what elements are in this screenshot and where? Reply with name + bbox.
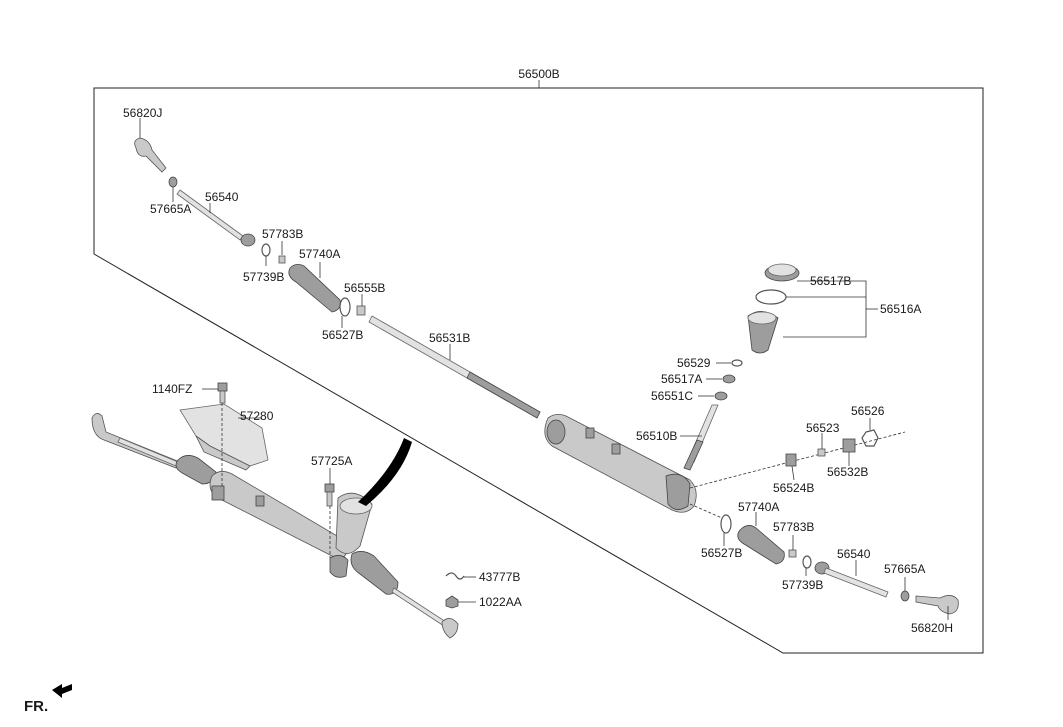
label-56540-left: 56540 [205, 190, 239, 204]
label-56555B: 56555B [344, 281, 385, 295]
clamp-57739B-left [261, 243, 271, 257]
bellows-boot-left [288, 262, 341, 313]
spring-56524B [785, 453, 797, 467]
bearing-56517A [722, 374, 736, 384]
inner-tie-rod-right [814, 560, 889, 598]
clamp-57739B-right [802, 555, 812, 569]
pinion-housing-56516A [747, 311, 779, 354]
bushing-56555B [356, 305, 366, 316]
nut-56526 [861, 429, 879, 447]
label-56526: 56526 [851, 404, 885, 418]
label-56551C: 56551C [651, 389, 693, 403]
label-57739B-left: 57739B [243, 270, 284, 284]
yoke-56532B [842, 438, 856, 453]
inner-tie-rod-left [176, 189, 256, 247]
label-57665A-left: 57665A [150, 202, 191, 216]
label-56500B: 56500B [518, 67, 559, 81]
assembly-frame [93, 87, 984, 654]
tie-rod-end-left [134, 118, 167, 173]
label-1022AA: 1022AA [479, 595, 522, 609]
label-57783B-right: 57783B [773, 520, 814, 534]
heat-shield-57280 [179, 403, 269, 471]
clip-43777B [445, 572, 465, 580]
label-56524B: 56524B [773, 481, 814, 495]
label-56517A: 56517A [661, 372, 702, 386]
label-57739B-right: 57739B [782, 578, 823, 592]
nut-57665A-left [168, 176, 178, 188]
leader-56516A-bracket [783, 280, 867, 338]
cap-56517B-top [767, 263, 797, 277]
seal-ring-56527B-right [720, 514, 732, 534]
plug-56523 [817, 448, 826, 457]
label-56527B-left: 56527B [322, 328, 363, 342]
label-57740A-right: 57740A [738, 500, 779, 514]
ring-56551C [714, 391, 728, 401]
rack-housing [544, 414, 697, 513]
label-56532B: 56532B [827, 465, 868, 479]
label-57665A-right: 57665A [884, 562, 925, 576]
column-pointer [358, 438, 412, 506]
seal-ring-56527B-left [339, 297, 351, 317]
label-57280: 57280 [240, 409, 274, 423]
label-56517B: 56517B [810, 274, 851, 288]
label-56523: 56523 [806, 421, 840, 435]
label-56820H: 56820H [911, 621, 953, 635]
rack-bar [368, 315, 541, 419]
label-56516A: 56516A [880, 302, 921, 316]
label-57740A-left: 57740A [299, 247, 340, 261]
ring-57783B-right [788, 549, 797, 558]
label-57783B-left: 57783B [262, 227, 303, 241]
label-56510B: 56510B [636, 429, 677, 443]
label-56820J: 56820J [123, 106, 162, 120]
axis-line-right-boot [689, 503, 723, 519]
label-56531B: 56531B [429, 331, 470, 345]
ring-57783B-left [278, 255, 286, 264]
bellows-boot-right [737, 512, 785, 565]
ring-56529 [731, 359, 743, 367]
bolt-57725A [324, 483, 335, 507]
pinion-shaft-56510B [683, 404, 719, 471]
label-56540-right: 56540 [837, 547, 871, 561]
ring-56516A [755, 289, 787, 305]
nut-57665A-right [900, 590, 910, 602]
label-56527B-right: 56527B [701, 546, 742, 560]
front-arrow-icon [52, 684, 72, 698]
label-43777B: 43777B [479, 570, 520, 584]
label-1140FZ: 1140FZ [152, 382, 192, 396]
label-56529: 56529 [677, 356, 711, 370]
nut-1022AA [445, 595, 459, 609]
leader-56524B [791, 465, 795, 481]
tie-rod-end-right [915, 595, 959, 620]
label-57725A: 57725A [311, 454, 352, 468]
label-front: FR. [24, 698, 48, 715]
axis-line-adjuster [689, 431, 906, 489]
bolt-1140FZ [217, 382, 228, 404]
